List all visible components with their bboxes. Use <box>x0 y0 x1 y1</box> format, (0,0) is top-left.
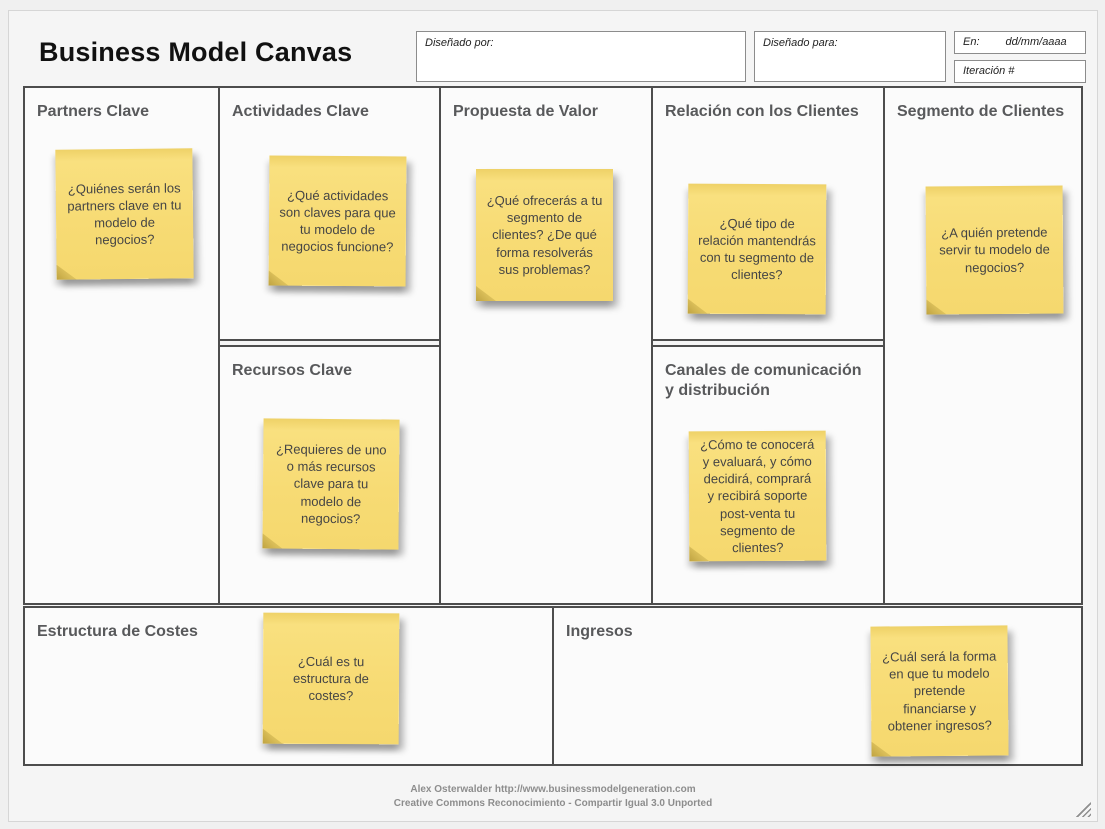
sticky-note-actividades[interactable]: ¿Qué actividades son claves para que tu … <box>268 155 407 287</box>
designed-by-label: Diseñado por: <box>425 37 494 49</box>
section-propuesta-de-valor: Propuesta de Valor <box>439 86 653 605</box>
sticky-note-text: ¿A quién pretende servir tu modelo de ne… <box>939 224 1050 275</box>
section-title-canales: Canales de comunicación y distribución <box>665 362 862 399</box>
sticky-note-text: ¿Cuál es tu estructura de costes? <box>293 653 369 704</box>
iteration-field[interactable]: Iteración # <box>954 60 1086 83</box>
attribution-line-2: Creative Commons Reconocimiento - Compar… <box>393 797 713 809</box>
sticky-note-text: ¿Qué actividades son claves para que tu … <box>279 187 396 255</box>
sticky-note-text: ¿Qué tipo de relación mantendrás con tu … <box>698 215 816 283</box>
sticky-note-text: ¿Cómo te conocerá y evaluará, y cómo dec… <box>700 436 815 556</box>
section-title-propuesta-de-valor: Propuesta de Valor <box>453 103 598 120</box>
designed-for-label: Diseñado para: <box>763 37 838 49</box>
sticky-note-text: ¿Qué ofrecerás a tu segmento de clientes… <box>486 193 603 277</box>
sticky-note-text: ¿Cuál será la forma en que tu modelo pre… <box>882 648 997 734</box>
note-fold-corner <box>688 299 708 314</box>
sticky-note-text: ¿Requieres de uno o más recursos clave p… <box>275 441 387 526</box>
section-title-segmento-clientes: Segmento de Clientes <box>897 103 1065 120</box>
sticky-note-canales[interactable]: ¿Cómo te conocerá y evaluará, y cómo dec… <box>688 430 827 562</box>
attribution-line-1: Alex Osterwalder http://www.businessmode… <box>410 784 696 795</box>
sticky-note-ingresos[interactable]: ¿Cuál será la forma en que tu modelo pre… <box>870 625 1009 757</box>
designed-for-field[interactable]: Diseñado para: <box>754 31 946 82</box>
note-fold-corner <box>262 533 282 548</box>
sticky-note-propuesta[interactable]: ¿Qué ofrecerás a tu segmento de clientes… <box>476 169 613 301</box>
sticky-note-segmento[interactable]: ¿A quién pretende servir tu modelo de ne… <box>925 185 1064 315</box>
date-field[interactable]: En: dd/mm/aaaa <box>954 31 1086 54</box>
note-fold-corner <box>926 299 946 314</box>
section-title-relacion-clientes: Relación con los Clientes <box>665 103 859 120</box>
section-title-recursos-clave: Recursos Clave <box>232 362 353 379</box>
sticky-note-relacion[interactable]: ¿Qué tipo de relación mantendrás con tu … <box>687 183 827 315</box>
note-fold-corner <box>871 741 891 756</box>
sticky-note-text: ¿Quiénes serán los partners clave en tu … <box>67 180 182 248</box>
sticky-note-partners[interactable]: ¿Quiénes serán los partners clave en tu … <box>55 148 194 280</box>
note-fold-corner <box>476 286 496 301</box>
iteration-label: Iteración # <box>963 65 1015 77</box>
section-segmento-clientes: Segmento de Clientes <box>883 86 1083 605</box>
page-title: Business Model Canvas <box>39 37 353 67</box>
note-fold-corner <box>57 265 77 280</box>
note-fold-corner <box>269 271 289 286</box>
sticky-note-costes[interactable]: ¿Cuál es tu estructura de costes? <box>262 612 400 745</box>
attribution-footer: Alex Osterwalder http://www.businessmode… <box>9 783 1097 810</box>
app-window: Business Model Canvas Diseñado por: Dise… <box>8 10 1098 822</box>
section-title-ingresos: Ingresos <box>566 623 633 640</box>
section-title-estructura-costes: Estructura de Costes <box>37 623 198 640</box>
section-title-partners-clave: Partners Clave <box>37 103 150 120</box>
date-label: En: <box>963 36 980 48</box>
section-title-actividades-clave: Actividades Clave <box>232 103 369 120</box>
note-fold-corner <box>263 729 283 744</box>
sticky-note-recursos[interactable]: ¿Requieres de uno o más recursos clave p… <box>262 418 400 550</box>
date-placeholder: dd/mm/aaaa <box>1005 36 1067 48</box>
designed-by-field[interactable]: Diseñado por: <box>416 31 746 82</box>
